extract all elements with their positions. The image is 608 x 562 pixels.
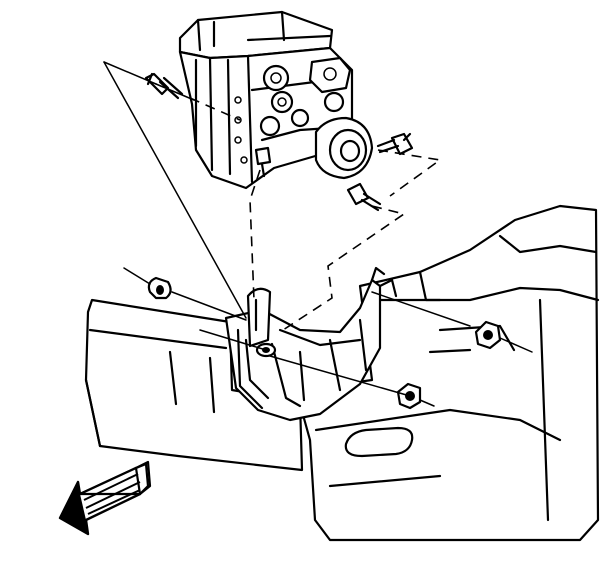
modulator-port-1 — [262, 64, 290, 92]
nut-right — [474, 320, 502, 350]
frame-slot — [344, 426, 414, 458]
stud-bolt-right-lower — [346, 182, 382, 212]
abs-modulator-valve — [178, 10, 374, 190]
abs-mounting-bracket — [224, 266, 398, 422]
front-arrow-icon — [58, 460, 152, 536]
leader-lines — [103, 61, 533, 407]
frame-rail-left — [84, 298, 304, 472]
grommet-left — [147, 276, 172, 300]
stud-bolt-upper-left — [144, 72, 184, 100]
modulator-port-2 — [270, 90, 294, 114]
